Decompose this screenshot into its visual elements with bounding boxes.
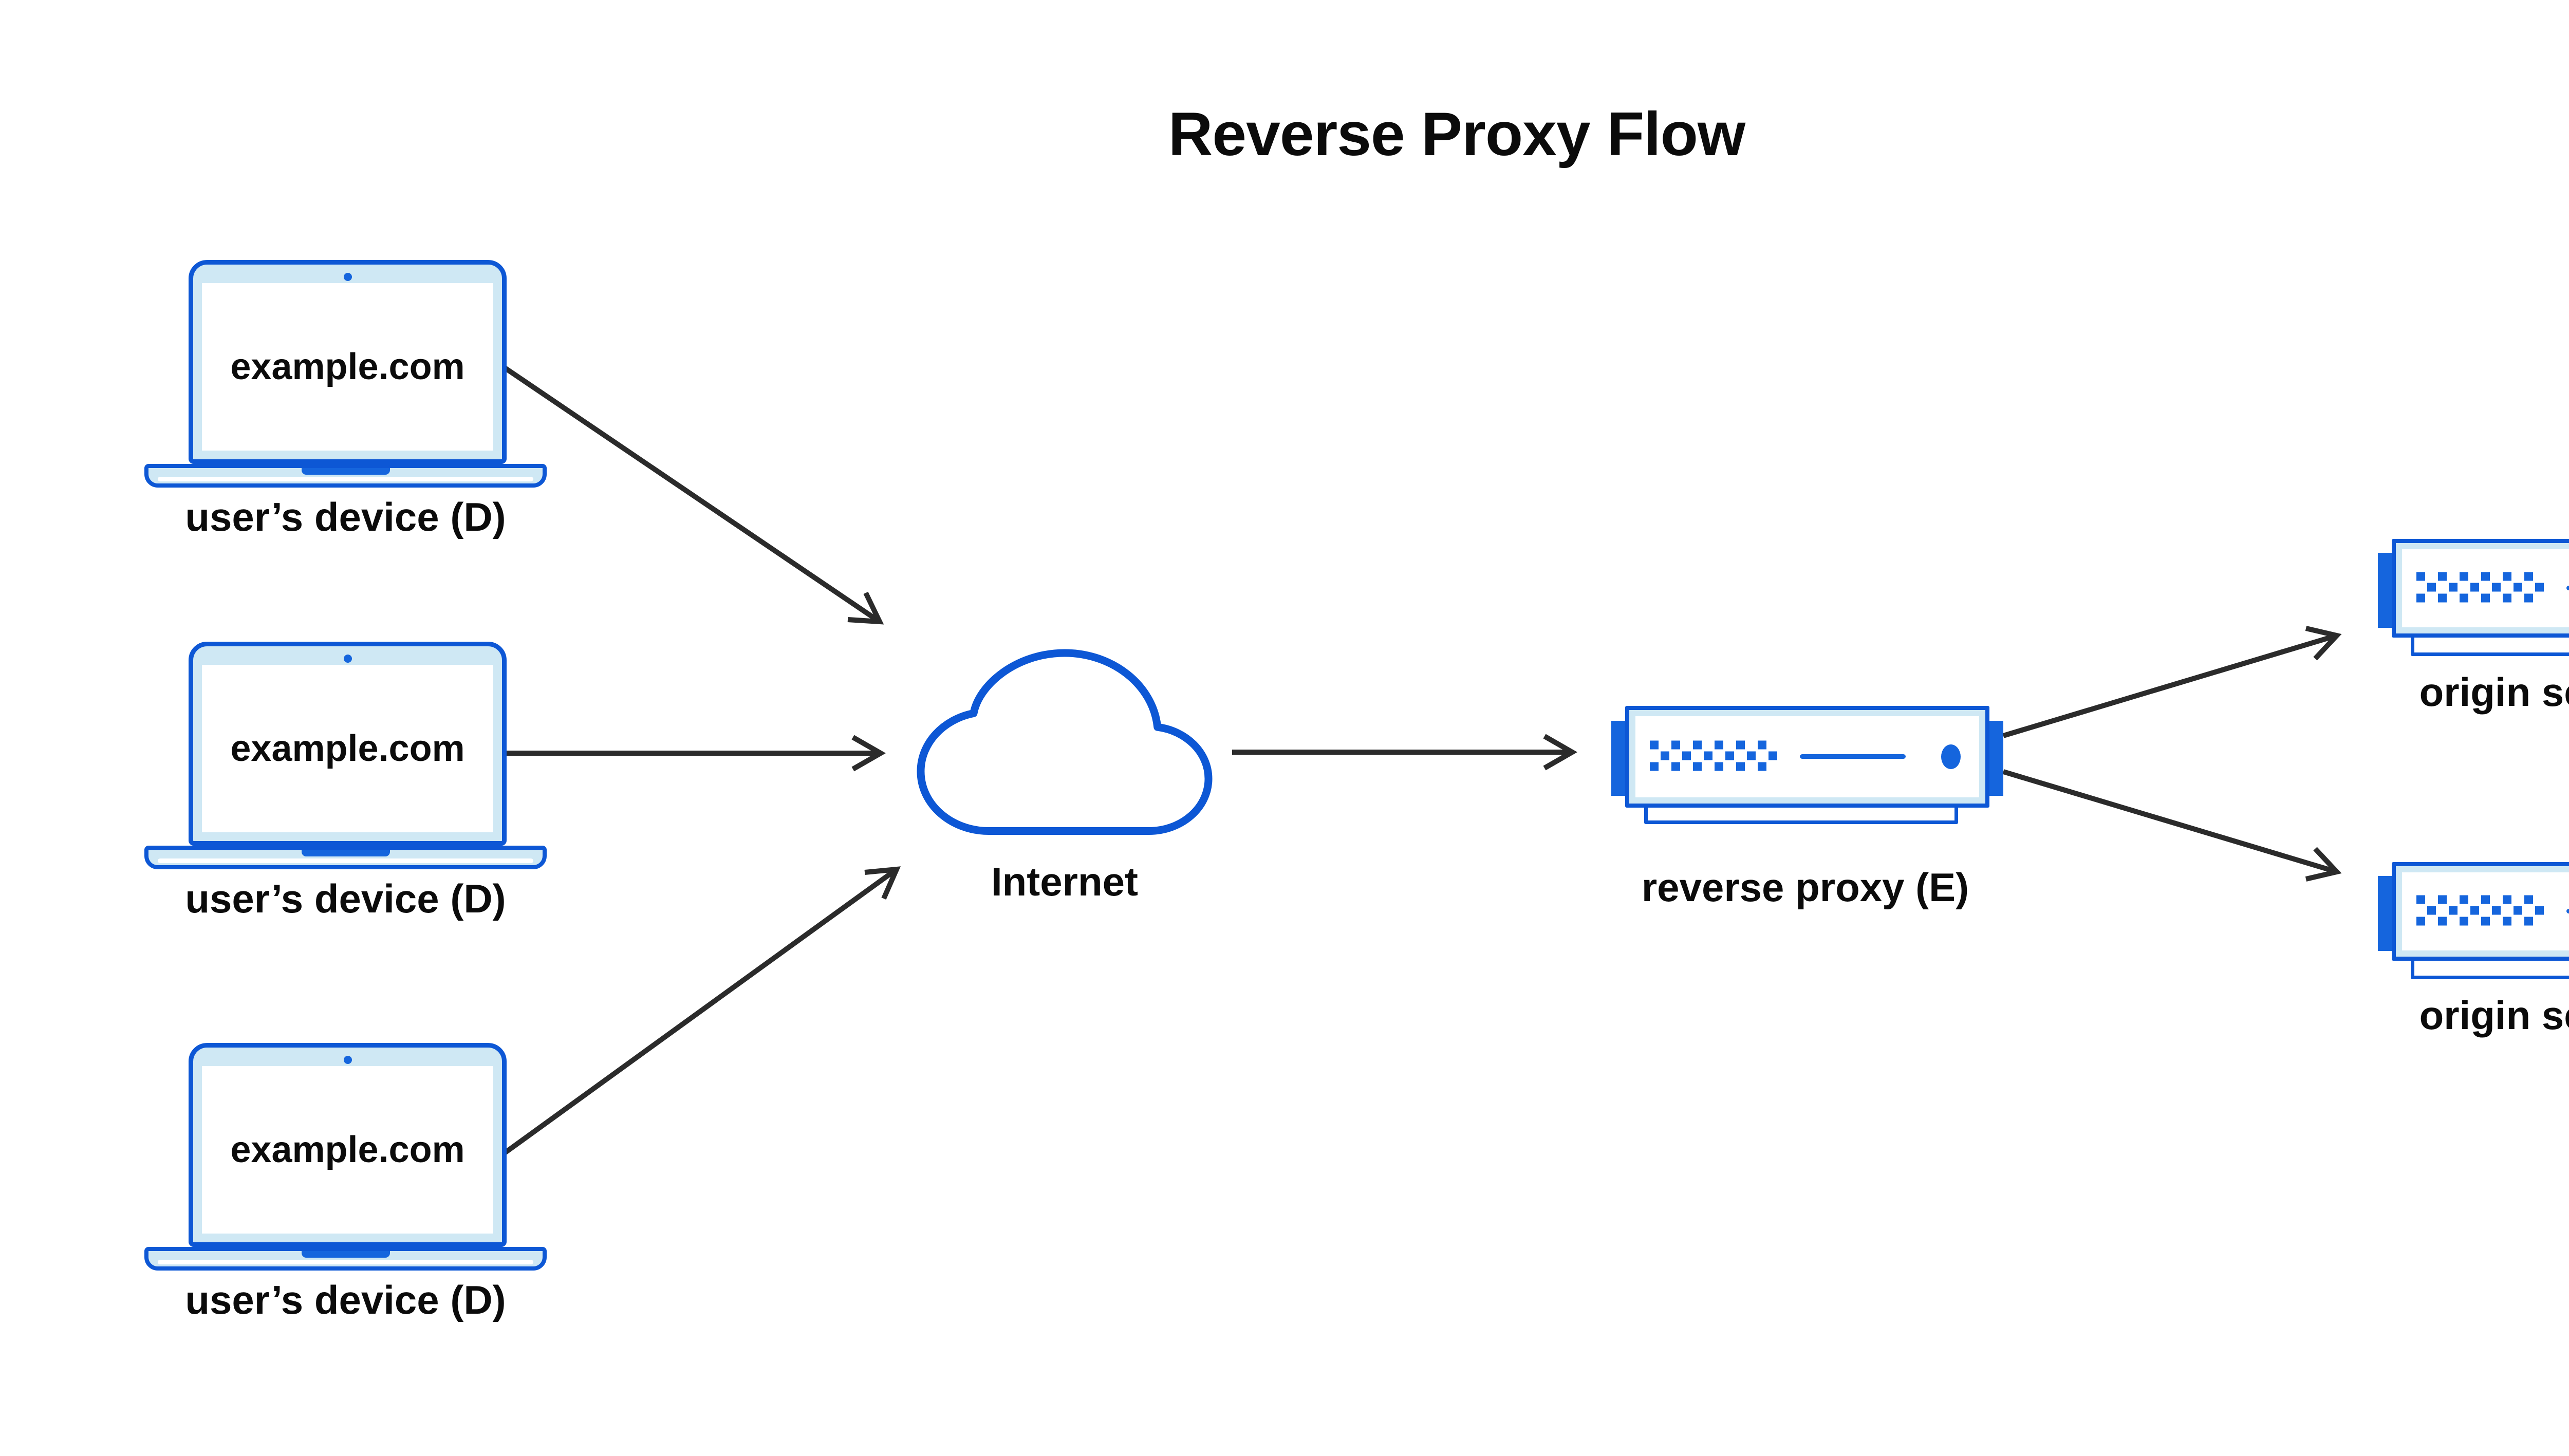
laptop-screen-url: example.com [202, 283, 493, 451]
server-front-panel [2402, 872, 2569, 950]
reverse-proxy-label: reverse proxy (E) [1641, 864, 1969, 910]
user-device-3-label: user’s device (D) [185, 1277, 506, 1322]
user-device-3: example.com user’s device (D) [144, 1043, 547, 1331]
server-side-tab [1611, 721, 1625, 796]
server-side-tab [2378, 876, 2392, 951]
arrow-device1-to-internet [502, 365, 884, 625]
server-slot-line [2566, 586, 2569, 590]
user-device-1: example.com user’s device (D) [144, 260, 547, 548]
laptop-icon: example.com [189, 1043, 507, 1247]
laptop-icon: example.com [189, 642, 507, 846]
arrow-proxy-to-origin2 [2002, 769, 2342, 882]
user-device-2-label: user’s device (D) [185, 875, 506, 921]
laptop-base [144, 1247, 547, 1271]
laptop-notch [301, 1251, 390, 1258]
laptop-foot [158, 477, 533, 481]
server-icon [2392, 539, 2569, 638]
laptop-screen-url: example.com [202, 1066, 493, 1234]
server-front-panel [2402, 549, 2569, 627]
laptop-camera-dot [343, 1056, 352, 1064]
origin-server-2-label: origin server (F) [2419, 992, 2569, 1038]
laptop-camera-dot [343, 273, 352, 281]
laptop-notch [301, 850, 390, 856]
laptop-foot [158, 1260, 533, 1264]
laptop-notch [301, 468, 390, 475]
laptop-base [144, 846, 547, 869]
server-icon [1625, 706, 1989, 808]
laptop-base [144, 464, 547, 488]
laptop-screen-url: example.com [202, 665, 493, 832]
server-slot-line [1800, 754, 1906, 759]
origin-server-2: origin server (F) [2378, 862, 2569, 1047]
server-vent-pattern [2416, 895, 2545, 928]
origin-server-1: origin server (F) [2378, 539, 2569, 724]
server-side-tab [1989, 721, 2003, 796]
user-device-1-label: user’s device (D) [185, 494, 506, 539]
arrow-device2-to-internet [506, 735, 886, 772]
origin-server-1-label: origin server (F) [2419, 669, 2569, 715]
arrow-device3-to-internet [502, 866, 901, 1156]
internet-cloud-icon [921, 653, 1208, 831]
reverse-proxy: reverse proxy (E) [1611, 706, 2003, 910]
arrow-internet-to-proxy [1232, 734, 1578, 771]
server-front-panel [1635, 716, 1979, 797]
server-icon [2392, 862, 2569, 961]
server-slot-line [2566, 909, 2569, 913]
server-side-tab [2378, 553, 2392, 628]
laptop-foot [158, 858, 533, 863]
laptop-camera-dot [343, 655, 352, 663]
server-vent-pattern [1650, 740, 1778, 773]
page-title: Reverse Proxy Flow [1168, 100, 1746, 169]
laptop-icon: example.com [189, 260, 507, 464]
arrow-proxy-to-origin1 [2002, 626, 2342, 738]
user-device-2: example.com user’s device (D) [144, 642, 547, 929]
server-power-dot [1941, 744, 1961, 769]
server-vent-pattern [2416, 572, 2545, 605]
internet-label: Internet [991, 858, 1139, 904]
